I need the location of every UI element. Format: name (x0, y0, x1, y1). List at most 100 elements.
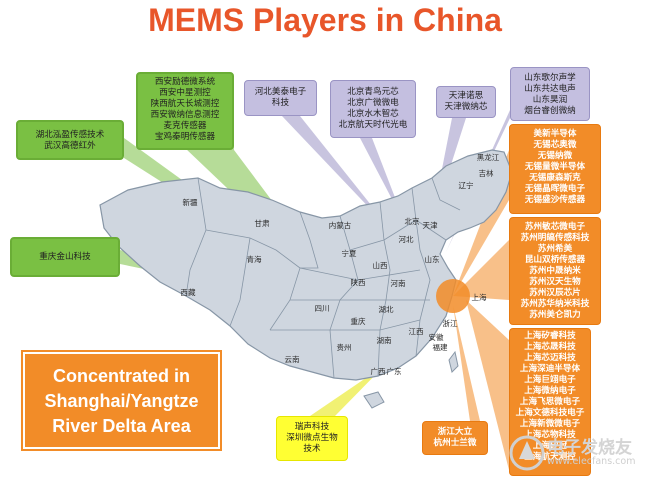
yangtze-highlight (436, 279, 470, 313)
shanghai-company-5: 上海微纳电子 (524, 386, 576, 396)
panel-line-2: Shanghai/Yangtze (44, 391, 199, 411)
province-label: 青海 (247, 254, 262, 264)
province-label: 上海 (472, 292, 487, 302)
ruisheng-company-1: 深圳微点生物 (286, 433, 338, 443)
page-title: MEMS Players in China (148, 2, 502, 38)
watermark-text: 电子发烧友 (547, 438, 632, 458)
province-label: 新疆 (183, 197, 198, 207)
province-label: 重庆 (351, 316, 366, 326)
shandong-company-1: 山东共达电声 (524, 84, 576, 94)
province-label: 北京 (405, 216, 420, 226)
province-label: 湖南 (377, 335, 392, 345)
shanghai-company-9: 上海芯物科技 (524, 430, 576, 440)
box-hebei: 河北美泰电子科技 (244, 80, 317, 116)
beijing-company-3: 北京航天时代光电 (338, 120, 408, 130)
province-label: 吉林 (479, 168, 494, 178)
zhejiang-company-0: 浙江大立 (437, 427, 473, 437)
suzhou-company-8: 苏州美仑凯力 (529, 310, 581, 320)
xian-company-3: 西安微纳信息测控 (150, 110, 220, 120)
box-shandong: 山东歌尔声学山东共达电声山东昊润烟台睿创微纳 (510, 67, 590, 121)
wuxi-company-5: 无锡晶晖微电子 (524, 184, 586, 194)
shanghai-company-1: 上海芯晟科技 (524, 342, 576, 352)
box-suzhou: 苏州敏芯微电子苏州明皜传感科技苏州希美昆山双桥传感器苏州中晟纳米苏州汉天生物苏州… (509, 217, 601, 325)
shanghai-company-6: 上海飞思微电子 (519, 397, 581, 407)
shanghai-company-10: 上海矽冠 (532, 441, 568, 451)
hainan-island (363, 391, 385, 409)
taiwan-island (448, 350, 459, 373)
xian-company-4: 麦克传感器 (163, 121, 207, 131)
wuxi-company-0: 美新半导体 (533, 129, 577, 139)
shanghai-company-7: 上海文德科技电子 (515, 408, 585, 418)
province-label: 西藏 (181, 287, 196, 297)
province-label: 陕西 (351, 277, 366, 287)
province-label: 山东 (425, 254, 440, 264)
connector-9 (466, 300, 509, 470)
shandong-company-2: 山东昊润 (532, 95, 568, 105)
province-label: 内蒙古 (329, 220, 352, 230)
beijing-company-0: 北京青鸟元芯 (347, 87, 399, 97)
xian-company-0: 西安励德微系统 (154, 77, 216, 87)
province-label: 安徽 (429, 332, 444, 342)
box-shanghai: 上海矽睿科技上海芯晟科技上海芯迈科技上海深迪半导体上海巨翊电子上海微纳电子上海飞… (509, 328, 591, 476)
xian-company-2: 陕西航天长城测控 (150, 99, 220, 109)
panel-line-1: Concentrated in (52, 366, 190, 386)
panel-line-3: River Delta Area (52, 416, 191, 436)
shanghai-company-11: 上海航天测控 (524, 452, 576, 462)
suzhou-company-7: 苏州苏华纳米科技 (520, 299, 590, 309)
shandong-company-0: 山东歌尔声学 (524, 73, 576, 83)
wuxi-company-4: 无锡康森斯克 (529, 173, 581, 183)
zhejiang-company-1: 杭州士兰微 (433, 438, 477, 448)
province-label: 江西 (409, 327, 424, 336)
province-label: 河南 (391, 278, 406, 288)
province-label: 贵州 (337, 342, 352, 352)
xian-company-1: 西安中星测控 (159, 88, 211, 98)
suzhou-company-2: 苏州希美 (537, 244, 573, 254)
province-label: 广东 (387, 366, 402, 376)
shanghai-company-8: 上海新微微电子 (519, 419, 581, 429)
watermark-url: www.elecfans.com (547, 456, 636, 467)
province-label: 辽宁 (459, 180, 474, 190)
province-labels: 新疆西藏青海甘肃内蒙古宁夏陕西山西河北北京天津山东河南湖北四川重庆贵州云南湖南江… (181, 152, 500, 376)
province-label: 黑龙江 (477, 152, 500, 162)
xian-company-5: 宝鸡秦明传感器 (154, 132, 216, 142)
province-label: 河北 (399, 235, 414, 244)
box-beijing: 北京青鸟元芯北京广微微电北京水木智芯北京航天时代光电 (330, 80, 416, 138)
province-borders (185, 177, 461, 379)
suzhou-company-3: 昆山双桥传感器 (524, 255, 586, 265)
hebei-company-0: 河北美泰电子 (254, 87, 307, 97)
shandong-company-3: 烟台睿创微纳 (524, 106, 576, 116)
box-ruisheng: 瑞声科技深圳微点生物技术 (276, 416, 348, 461)
suzhou-company-4: 苏州中晟纳米 (529, 266, 581, 276)
chongqing-company-0: 重庆金山科技 (39, 252, 91, 262)
shanghai-company-4: 上海巨翊电子 (524, 375, 576, 385)
shanghai-company-2: 上海芯迈科技 (524, 353, 576, 363)
province-label: 山西 (373, 260, 388, 270)
china-outline (99, 149, 513, 381)
ruisheng-company-2: 技术 (303, 444, 321, 454)
tianjin-company-1: 天津微纳芯 (444, 102, 488, 112)
province-label: 天津 (423, 221, 438, 230)
ruisheng-company-0: 瑞声科技 (294, 422, 330, 432)
hubei-company-0: 湖北泓盈传感技术 (35, 130, 105, 140)
province-label: 云南 (285, 354, 300, 364)
tianjin-company-0: 天津诺思 (448, 91, 484, 101)
summary-panel: Concentrated in Shanghai/Yangtze River D… (21, 350, 222, 451)
wuxi-company-1: 无锡芯奥微 (533, 140, 577, 150)
province-label: 甘肃 (255, 218, 270, 228)
province-label: 湖北 (379, 305, 394, 314)
shanghai-company-0: 上海矽睿科技 (524, 331, 576, 341)
beijing-company-2: 北京水木智芯 (347, 109, 399, 119)
connector-10 (453, 305, 480, 421)
province-label: 四川 (315, 304, 330, 313)
box-wuxi: 美新半导体无锡芯奥微无锡纳微无锡量微半导体无锡康森斯克无锡晶晖微电子无锡盛沙传感… (509, 124, 601, 214)
hebei-company-1: 科技 (271, 98, 290, 108)
box-xian: 西安励德微系统西安中星测控陕西航天长城测控西安微纳信息测控麦克传感器宝鸡秦明传感… (136, 72, 234, 150)
wuxi-company-6: 无锡盛沙传感器 (524, 195, 586, 205)
suzhou-company-0: 苏州敏芯微电子 (524, 222, 586, 232)
hubei-company-1: 武汉高德红外 (44, 141, 96, 151)
suzhou-company-6: 苏州汉辰芯片 (529, 288, 581, 298)
box-tianjin: 天津诺思天津微纳芯 (436, 86, 496, 118)
suzhou-company-5: 苏州汉天生物 (529, 277, 581, 287)
